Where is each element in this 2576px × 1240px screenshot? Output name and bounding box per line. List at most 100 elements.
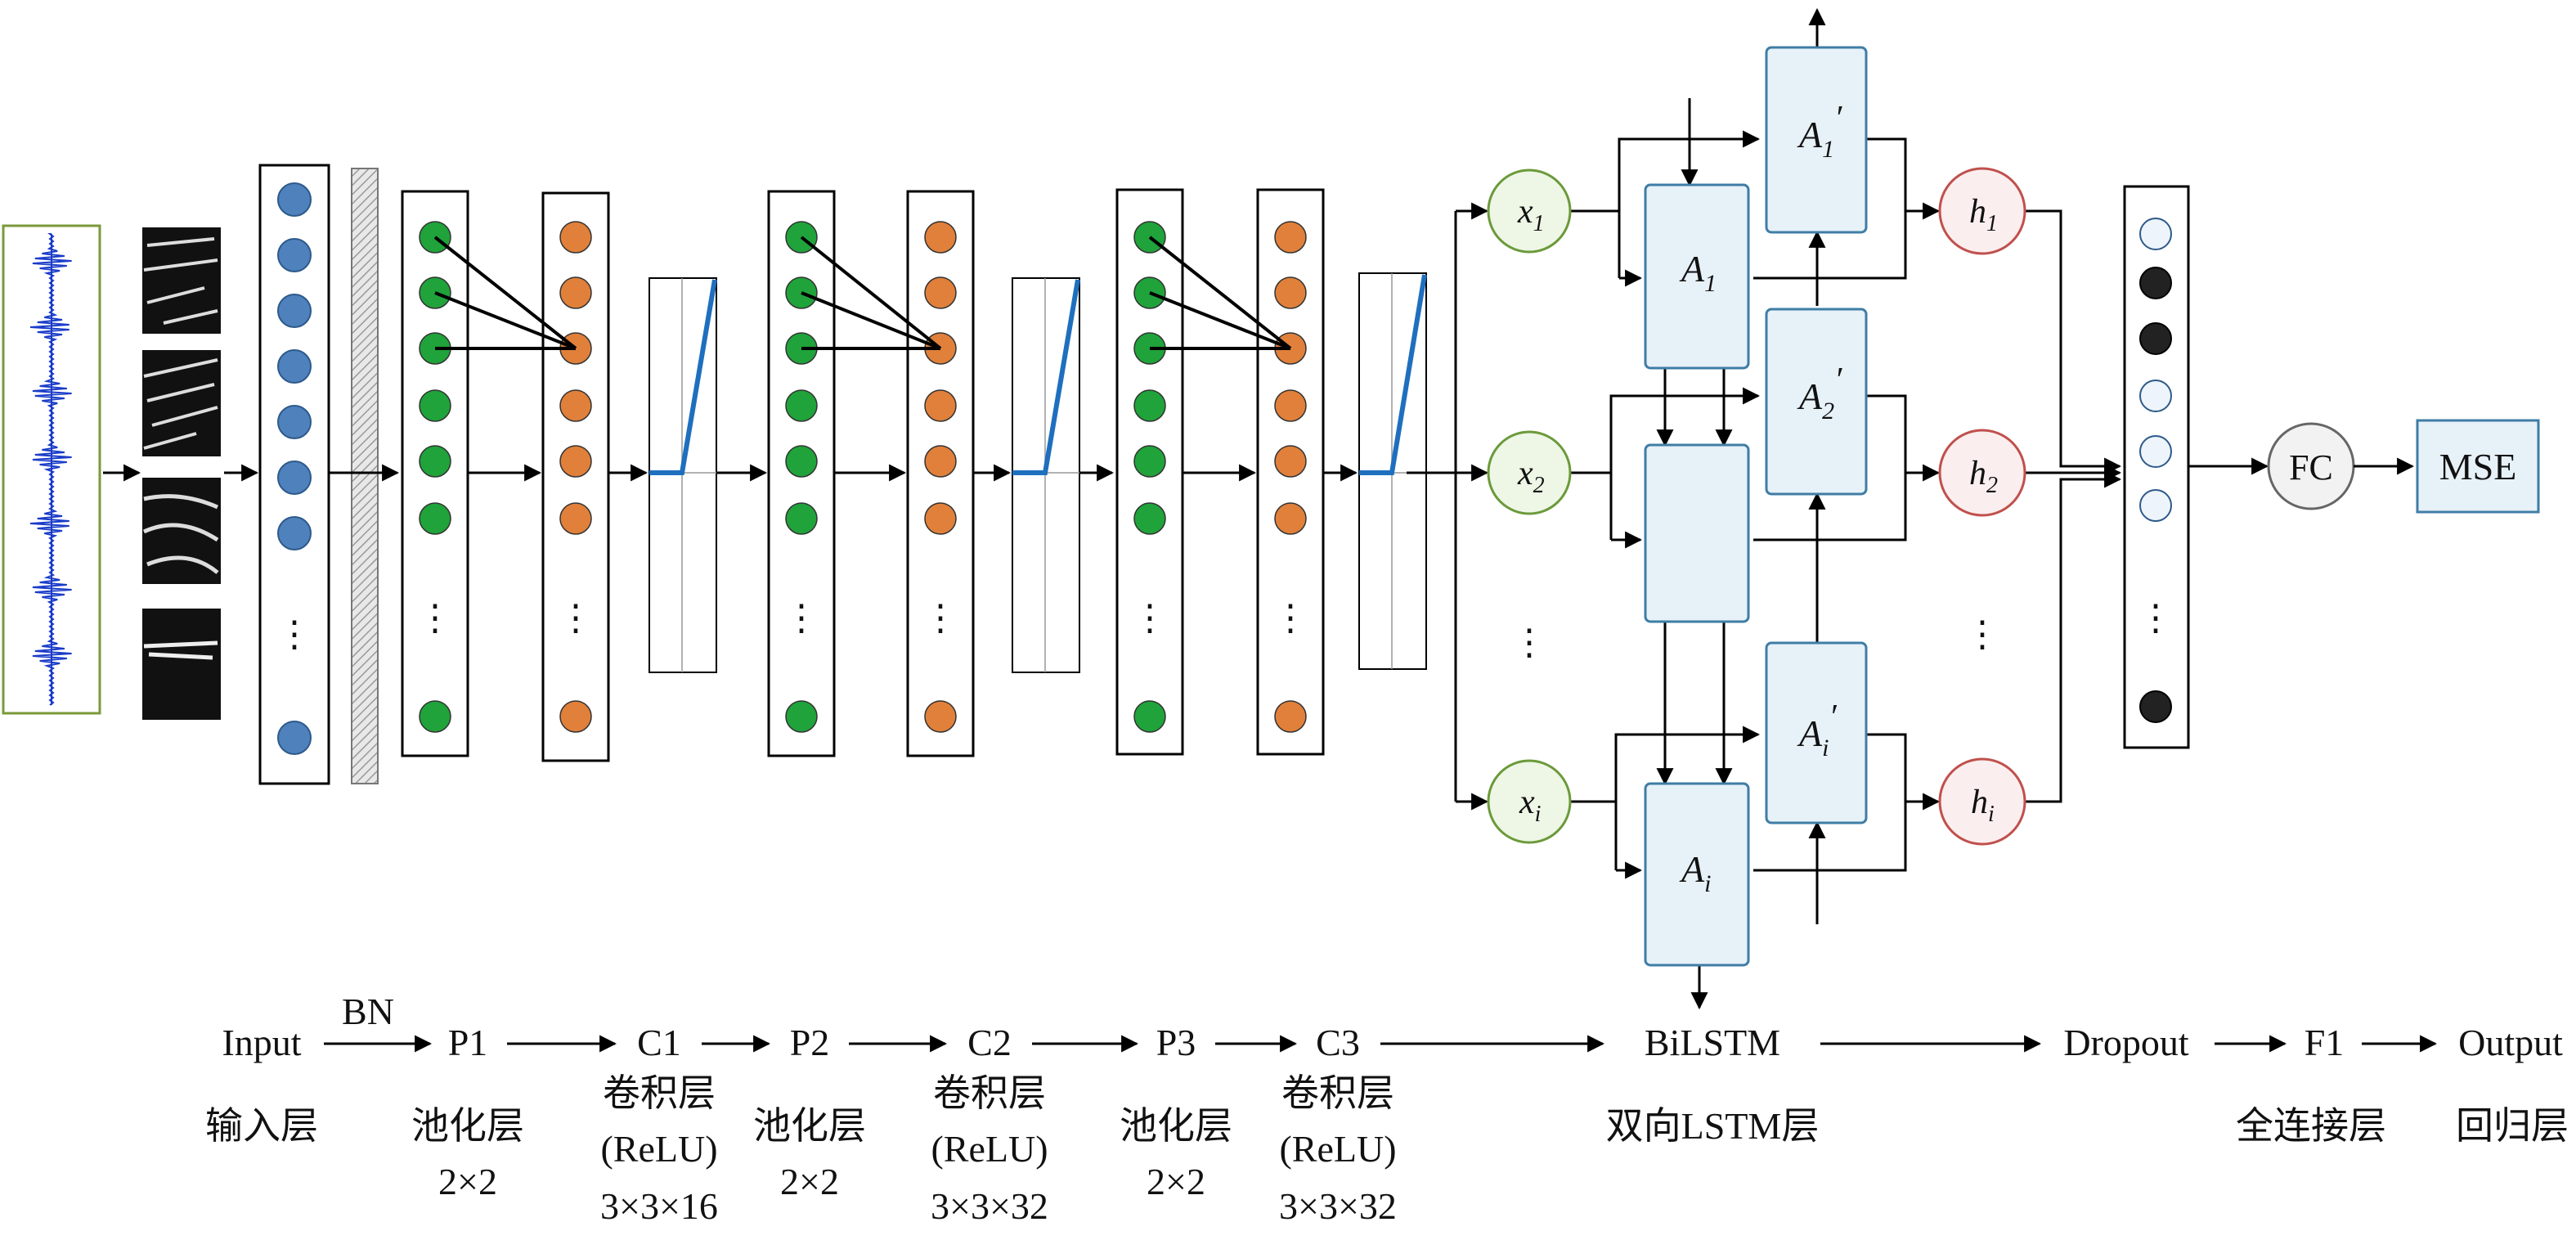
- input-neuron: [277, 516, 312, 550]
- xi-node: [1487, 759, 1572, 844]
- label-a1-prime: A1′: [1797, 100, 1842, 163]
- p2-column-neuron: [785, 445, 818, 478]
- x-ellipsis: ⋮: [1511, 622, 1547, 663]
- stage-c2-size: 3×3×32: [931, 1185, 1048, 1227]
- stage-c1-size: 3×3×16: [600, 1185, 718, 1227]
- input-neurons: [277, 182, 312, 755]
- stage-f1: F1: [2304, 1022, 2345, 1063]
- input-neuron: [277, 238, 312, 272]
- p1-column-neuron: [419, 502, 451, 535]
- c1-column-neuron: [559, 276, 592, 309]
- mse-label: MSE: [2439, 446, 2517, 487]
- c2-column-neuron: [924, 276, 957, 309]
- cell-middle: [1644, 443, 1750, 623]
- c3-column-neuron: [1274, 502, 1307, 535]
- stage-c2: C2: [967, 1022, 1012, 1063]
- dropped-neuron: [2139, 690, 2172, 723]
- stage-p1-cn: 池化层: [411, 1105, 524, 1147]
- relu-1-curve: [649, 279, 717, 475]
- h-ellipsis: ⋮: [1964, 614, 2000, 654]
- cell-ai-prime: [1765, 641, 1868, 824]
- kept-neuron: [2139, 218, 2172, 250]
- stage-c3: C3: [1316, 1022, 1360, 1063]
- cell-a1: [1644, 183, 1750, 370]
- patch-2: [142, 350, 221, 456]
- cell-ai: [1644, 782, 1750, 967]
- c2-column-neuron: [924, 700, 957, 733]
- stage-input: Input: [222, 1022, 301, 1063]
- stage-bilstm-cn: 双向LSTM层: [1606, 1105, 1820, 1147]
- stage-f1-cn: 全连接层: [2236, 1105, 2386, 1147]
- stage-c2-relu: (ReLU): [931, 1128, 1048, 1170]
- dropped-neuron: [2139, 322, 2172, 355]
- seismic-waveform: [29, 233, 72, 706]
- hi-node: [1938, 757, 2026, 846]
- label-ai: Ai: [1679, 848, 1711, 897]
- c2-column-neuron: [924, 445, 957, 478]
- h1-node: [1938, 167, 2026, 255]
- stage-bilstm: BiLSTM: [1645, 1022, 1780, 1063]
- input-neuron: [277, 721, 312, 755]
- stage-c2-cn: 卷积层: [933, 1072, 1046, 1114]
- stage-c3-cn: 卷积层: [1281, 1072, 1394, 1114]
- cell-a1-prime: [1765, 46, 1868, 234]
- stage-output: Output: [2458, 1022, 2563, 1063]
- input-neuron: [277, 405, 312, 439]
- kept-neuron: [2139, 489, 2172, 522]
- p3-column-neuron: [1133, 700, 1166, 733]
- c1-column-neuron: [559, 389, 592, 422]
- input-neuron: [277, 294, 312, 328]
- input-signal-panel: [2, 224, 101, 715]
- pipeline-row: Input BN P1 C1 P2 C2 P3 C3 BiLSTM Dropou…: [205, 991, 2569, 1227]
- c1-column-ellipsis: ⋮: [558, 598, 594, 638]
- patch-4: [142, 609, 221, 720]
- p3-column-ellipsis: ⋮: [1132, 598, 1168, 638]
- stage-output-cn: 回归层: [2456, 1105, 2569, 1147]
- cnn-layers: ⋮⋮⋮⋮⋮⋮: [401, 188, 1427, 762]
- p3-column-neuron: [1133, 502, 1166, 535]
- input-neuron: [277, 461, 312, 495]
- p2-column-ellipsis: ⋮: [783, 598, 819, 638]
- image-patches: [142, 227, 221, 720]
- c1-column-neuron: [559, 502, 592, 535]
- input-neuron: [277, 349, 312, 384]
- x1-node: [1487, 168, 1572, 254]
- input-neuron: [277, 182, 312, 217]
- dropout-neurons: [2139, 218, 2172, 723]
- lstm-cells: [1644, 46, 1868, 967]
- bn-column: [351, 168, 379, 784]
- stage-p2: P2: [790, 1022, 830, 1063]
- c3-column-neuron: [1274, 389, 1307, 422]
- input-ellipsis: ⋮: [276, 614, 312, 654]
- c1-column-neuron: [559, 445, 592, 478]
- c1-column-neuron: [559, 221, 592, 254]
- fc-label: FC: [2289, 447, 2333, 487]
- x2-node: [1487, 430, 1572, 515]
- p2-column-neuron: [785, 502, 818, 535]
- stage-p1-param: 2×2: [438, 1161, 497, 1202]
- stage-input-cn: 输入层: [205, 1105, 318, 1147]
- p3-column-neuron: [1133, 445, 1166, 478]
- bn-label: BN: [342, 991, 394, 1032]
- p1-column-neuron: [419, 445, 451, 478]
- c2-column-ellipsis: ⋮: [922, 598, 958, 638]
- dropout-ellipsis: ⋮: [2138, 598, 2174, 638]
- stage-c3-relu: (ReLU): [1279, 1128, 1396, 1170]
- kept-neuron: [2139, 380, 2172, 412]
- h2-node: [1938, 429, 2026, 517]
- stage-p2-cn: 池化层: [753, 1105, 866, 1147]
- label-a2-prime: A2′: [1797, 362, 1842, 425]
- label-a1: A1: [1679, 248, 1717, 297]
- mse-box: [2416, 419, 2540, 514]
- relu-3-curve: [1359, 274, 1427, 475]
- c2-column-neuron: [924, 502, 957, 535]
- stage-p3-cn: 池化层: [1120, 1105, 1232, 1147]
- p3-column-neuron: [1133, 389, 1166, 422]
- kept-neuron: [2139, 435, 2172, 468]
- stage-c1-cn: 卷积层: [603, 1072, 716, 1114]
- c3-column-neuron: [1274, 445, 1307, 478]
- lstm-cell-labels: A1′ A1 A2′ Ai′ Ai: [1679, 100, 1842, 897]
- label-ai-prime: Ai′: [1797, 699, 1837, 762]
- stage-dropout: Dropout: [2063, 1022, 2189, 1063]
- p2-column-neuron: [785, 389, 818, 422]
